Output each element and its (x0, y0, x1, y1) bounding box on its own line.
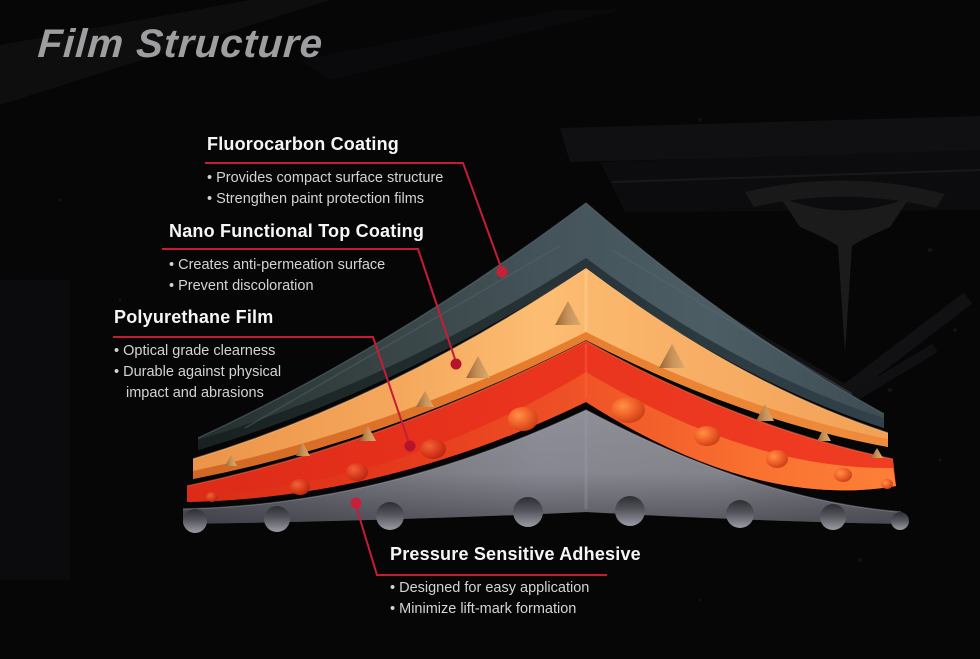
layer-pressure-sensitive-adhesive (182, 409, 909, 533)
label-nano-heading: Nano Functional Top Coating (169, 221, 425, 241)
callout-line-fluorocarbon (205, 162, 503, 271)
polyurethane-bumps (206, 397, 893, 502)
bullet-item: Strengthen paint protection films (207, 189, 443, 210)
callout-dot-nano-coating (450, 358, 462, 370)
bullet-item: Optical grade clearness (114, 341, 310, 362)
bullet-item: Durable against physical impact and abra… (114, 362, 310, 404)
label-nano-functional-top-coating: Nano Functional Top Coating Creates anti… (169, 221, 424, 297)
nano-coating-top-highlight (192, 267, 889, 460)
fluorocarbon-seam-line (611, 249, 853, 395)
background-shadow (0, 280, 70, 580)
bullet-item: Minimize lift-mark formation (390, 599, 641, 620)
label-pressure-sensitive-adhesive: Pressure Sensitive Adhesive Designed for… (390, 544, 641, 620)
car-hood-band (560, 116, 980, 162)
background-streak (300, 10, 620, 80)
label-polyurethane-bullets: Optical grade clearness Durable against … (114, 341, 310, 404)
callout-dot-polyurethane (404, 440, 416, 452)
layer-nano-functional-top-coating (192, 267, 889, 479)
emblem-arc (745, 180, 945, 208)
layer-polyurethane-film (186, 340, 896, 502)
label-adhesive-heading: Pressure Sensitive Adhesive (390, 544, 641, 564)
adhesive-top-highlight (182, 409, 902, 513)
film-layer-stack (182, 202, 909, 533)
callout-line-adhesive (355, 505, 607, 576)
label-nano-bullets: Creates anti-permeation surface Prevent … (169, 255, 424, 297)
nano-coating-front-edge (193, 332, 888, 479)
bullet-item: Designed for easy application (390, 578, 641, 599)
background-streak (0, 0, 330, 105)
bullet-item: Prevent discoloration (169, 276, 424, 297)
callout-line-nano-coating (162, 248, 457, 363)
label-polyurethane-film: Polyurethane Film Optical grade clearnes… (114, 307, 310, 404)
callout-dots (350, 266, 508, 509)
tesla-t-emblem-icon (780, 197, 910, 353)
fluorocarbon-top-highlight (197, 202, 885, 439)
callout-dot-adhesive (350, 497, 362, 509)
callout-line-polyurethane (113, 336, 410, 444)
label-adhesive-bullets: Designed for easy application Minimize l… (390, 578, 641, 620)
car-hood-line (611, 169, 980, 183)
label-fluorocarbon-bullets: Provides compact surface structure Stren… (207, 168, 443, 210)
label-fluorocarbon-coating: Fluorocarbon Coating Provides compact su… (207, 134, 443, 210)
nano-coating-cones (225, 301, 883, 466)
adhesive-bumps (183, 496, 909, 533)
bullet-item: Provides compact surface structure (207, 168, 443, 189)
callout-dot-fluorocarbon (496, 266, 508, 278)
label-fluorocarbon-heading: Fluorocarbon Coating (207, 134, 399, 154)
label-polyurethane-heading: Polyurethane Film (114, 307, 274, 327)
adhesive-layer-shading (183, 410, 901, 524)
bullet-item: Creates anti-permeation surface (169, 255, 424, 276)
page-title: Film Structure (36, 22, 325, 66)
callout-lines (113, 162, 607, 576)
